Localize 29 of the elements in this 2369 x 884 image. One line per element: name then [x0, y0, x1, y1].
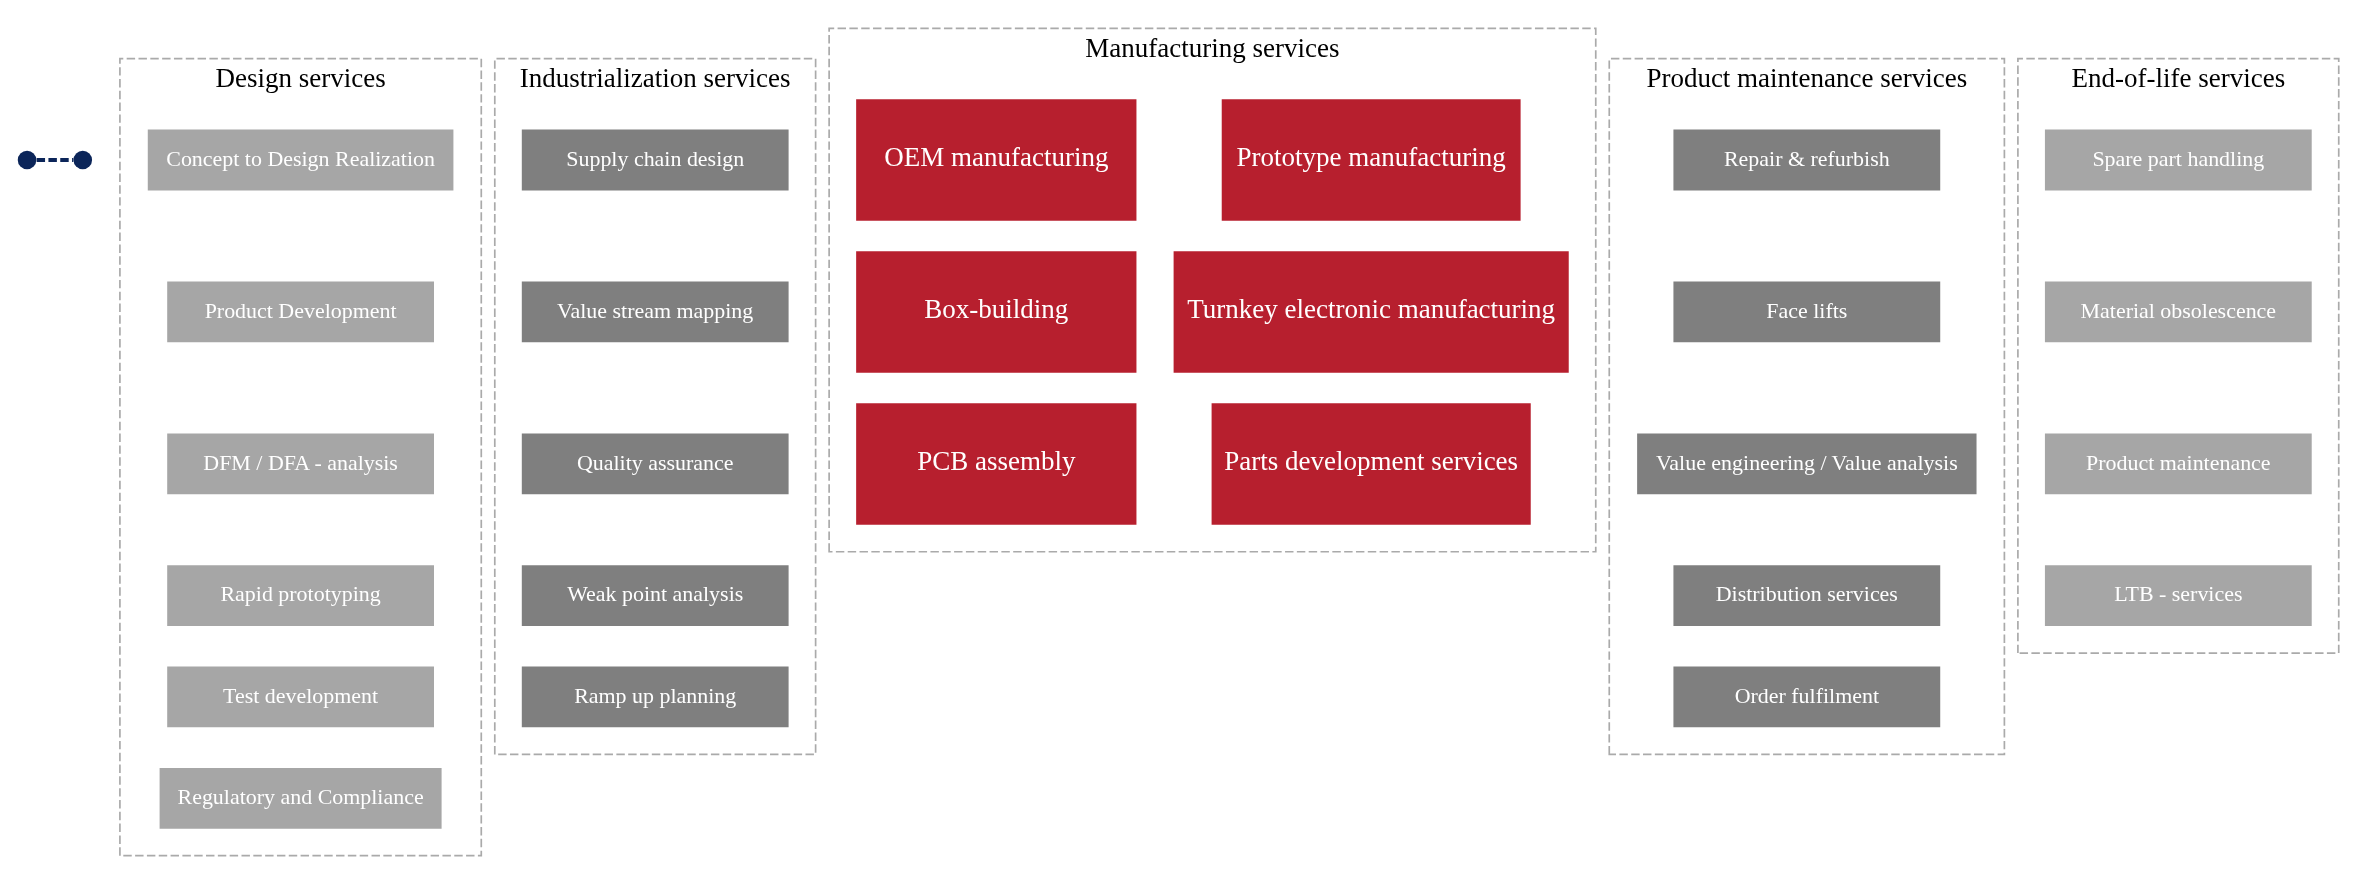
node-box: Repair & refurbish — [1672, 129, 1940, 191]
node-box: Value engineering / Value analysis — [1636, 433, 1977, 495]
node-box: Value stream mapping — [521, 281, 789, 343]
node-box: Quality assurance — [521, 433, 789, 495]
node-box: Box-building — [855, 251, 1136, 373]
node-box: Supply chain design — [521, 129, 789, 191]
node-box: Prototype manufacturing — [1221, 99, 1521, 221]
node-circle — [73, 150, 92, 170]
node-box: Product maintenance — [2044, 433, 2312, 495]
node-box: PCB assembly — [855, 403, 1136, 525]
node-box: DFM / DFA - analysis — [166, 433, 434, 495]
node-circle — [17, 150, 36, 170]
node-box: Product Development — [166, 281, 434, 343]
node-box: Face lifts — [1672, 281, 1940, 343]
node-box: Concept to Design Realization — [147, 129, 453, 191]
node-box: Material obsolescence — [2044, 281, 2312, 343]
node-box: OEM manufacturing — [855, 99, 1136, 221]
node-box: LTB - services — [2044, 565, 2312, 627]
node-box: Ramp up planning — [521, 666, 789, 728]
node-box: Order fulfilment — [1672, 666, 1940, 728]
node-box: Turnkey electronic manufacturing — [1173, 251, 1569, 373]
node-box: Test development — [166, 666, 434, 728]
node-box: Rapid prototyping — [166, 565, 434, 627]
node-box: Parts development services — [1211, 403, 1531, 525]
node-box: Spare part handling — [2044, 129, 2312, 191]
node-box: Distribution services — [1672, 565, 1940, 627]
connector — [36, 157, 73, 163]
node-box: Weak point analysis — [521, 565, 789, 627]
node-box: Regulatory and Compliance — [159, 767, 442, 829]
